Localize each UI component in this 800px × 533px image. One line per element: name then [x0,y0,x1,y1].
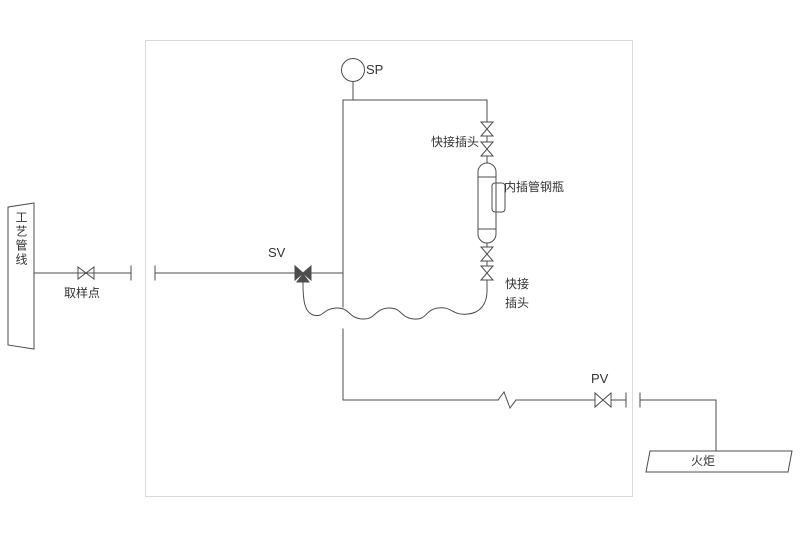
process-pipe-outline [7,202,35,350]
sample-cylinder [477,162,506,244]
valve-bowtie [77,266,95,280]
sampling-point-label: 取样点 [64,286,101,300]
flare-line-segment [639,399,717,452]
cylinder-seam [478,176,496,230]
sp-label: SP [366,62,384,77]
quick-connect-top [479,121,495,164]
sampling-line [33,265,296,281]
flare-label: 火炬 [691,454,716,468]
quick-connect-valve [479,121,495,137]
quick-connect-bottom [479,242,495,292]
sp-gauge [341,58,365,101]
process-pipe [7,202,35,350]
sv-valve-body [294,264,312,283]
sv-valve [294,264,312,283]
cylinder-label: 内插管钢瓶 [504,180,565,194]
flare-pipe-outline [645,450,793,473]
sp-circle [341,58,365,82]
pv-label: PV [591,371,609,386]
flare-line [342,390,717,452]
quick-connect-valve [479,141,495,157]
valve-bowtie [594,391,612,409]
line-break-zigzag [497,390,517,410]
cylinder-body [477,162,497,244]
sampling-point-valve [77,266,95,280]
diagram-frame [145,40,633,497]
quick-connect-bottom-label: 快接 插头 [505,277,530,310]
quick-connect-valve [479,246,495,262]
sample-loop-pipes [342,99,488,401]
quick-connect-valve [479,265,495,281]
flare-pipe [645,450,793,473]
process-line-label: 工艺管线 [14,211,28,267]
diagram-linework [7,58,793,473]
sv-label: SV [268,245,286,260]
cylinder-clip [491,182,506,213]
flexible-hose [302,282,488,320]
quick-connect-top-label: 快接插头 [431,135,480,149]
pv-valve [594,391,612,409]
